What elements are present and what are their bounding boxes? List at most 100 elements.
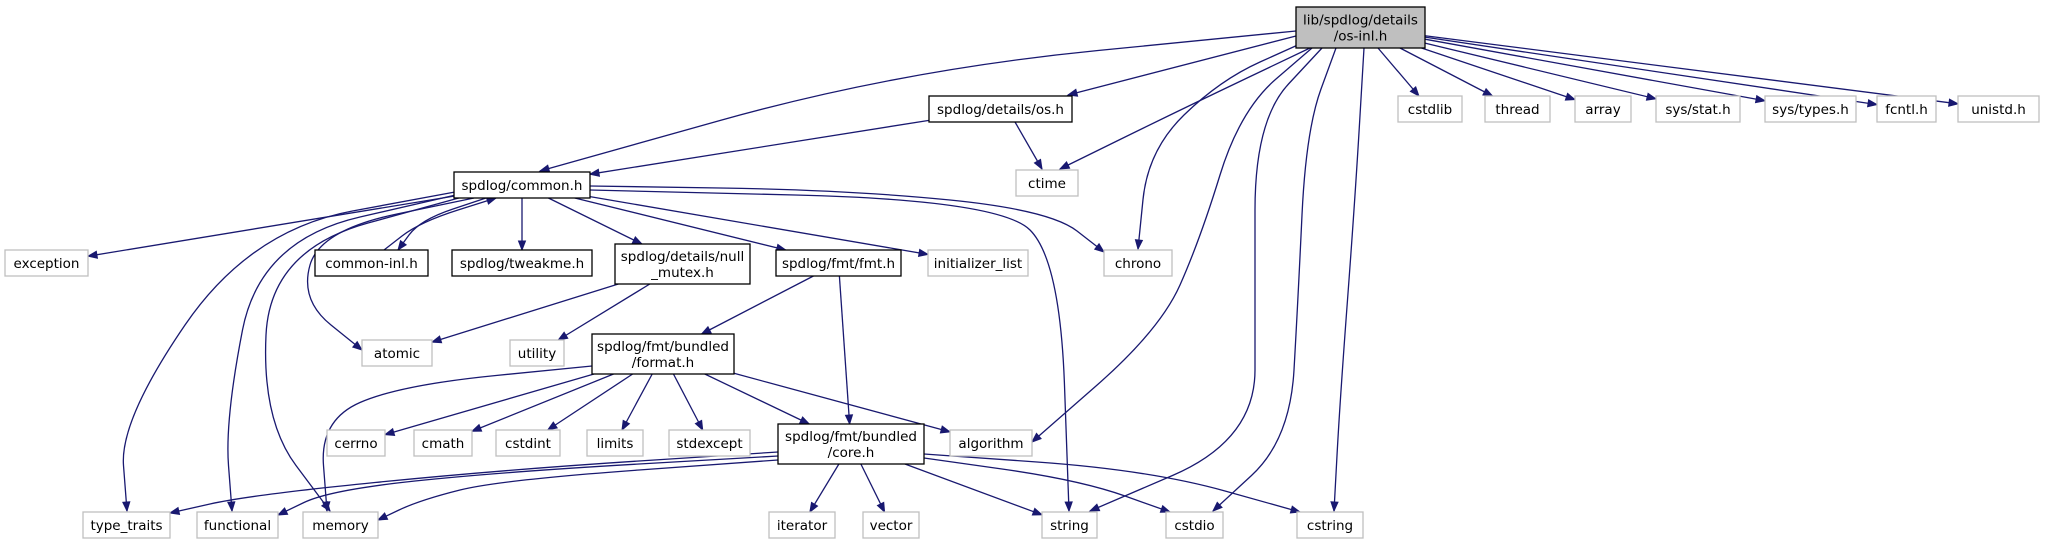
node-os_h[interactable]: spdlog/details/os.h — [928, 95, 1073, 123]
node-box-format_h[interactable] — [591, 333, 735, 375]
node-box-os_h[interactable] — [928, 95, 1073, 123]
node-label-sys_stat: sys/stat.h — [1665, 102, 1730, 118]
node-sys_stat: sys/stat.h — [1655, 95, 1741, 123]
node-label-null_mutex-line1: spdlog/details/null — [621, 249, 744, 265]
node-label-null_mutex-line2: _mutex.h — [650, 265, 714, 281]
arrowhead-core_h-to-iterator — [809, 501, 819, 514]
edge-common_inl-to-common_h — [383, 197, 497, 251]
edge-common_h-to-common_inl — [397, 197, 487, 251]
node-common_inl[interactable]: common-inl.h — [314, 249, 429, 277]
node-label-exception: exception — [14, 256, 80, 272]
node-fmt_h[interactable]: spdlog/fmt/fmt.h — [775, 249, 902, 277]
node-box-algorithm — [949, 429, 1033, 457]
node-label-utility: utility — [518, 346, 556, 362]
arrowhead-core_h-to-type_traits — [168, 506, 181, 516]
node-box-type_traits — [82, 511, 171, 539]
edge-root-to-algorithm — [1031, 47, 1313, 443]
arrowhead-root-to-string — [1088, 503, 1101, 512]
node-box-limits — [586, 429, 644, 457]
edge-common_h-to-string — [589, 189, 1070, 512]
edge-common_h-to-fmt_h — [574, 197, 786, 251]
node-cstdlib: cstdlib — [1397, 95, 1463, 123]
node-cerrno: cerrno — [326, 429, 386, 457]
node-vector: vector — [862, 511, 920, 539]
arrowhead-root-to-ctime — [1058, 161, 1071, 170]
edge-fmt_h-to-format_h — [701, 275, 814, 335]
node-box-tweakme[interactable] — [451, 249, 593, 277]
node-box-null_mutex[interactable] — [614, 243, 751, 285]
node-atomic: atomic — [361, 339, 433, 367]
node-box-ctime — [1015, 169, 1079, 197]
node-root[interactable]: lib/spdlog/details/os-inl.h — [1295, 6, 1426, 49]
node-algorithm: algorithm — [949, 429, 1033, 457]
arrowhead-fmt_h-to-format_h — [700, 325, 712, 335]
node-layer: lib/spdlog/details/os-inl.h spdlog/detail… — [4, 6, 2040, 539]
edge-root-to-thread — [1399, 47, 1493, 97]
edge-common_h-to-chrono — [589, 185, 1105, 253]
arrowhead-root-to-cstdlib — [1409, 86, 1420, 98]
edge-root-to-sys_stat — [1424, 42, 1657, 100]
node-null_mutex[interactable]: spdlog/details/null_mutex.h — [614, 243, 751, 285]
edge-common_h-to-memory — [264, 195, 467, 512]
node-box-functional — [196, 511, 279, 539]
edge-core_h-to-functional — [277, 455, 779, 516]
node-array: array — [1574, 95, 1632, 123]
edge-root-to-sys_types — [1424, 38, 1766, 102]
node-box-cstdio — [1165, 511, 1224, 539]
node-fcntl: fcntl.h — [1876, 95, 1937, 123]
arrowhead-format_h-to-algorithm — [939, 425, 952, 434]
edge-root-to-cstdlib — [1377, 47, 1420, 97]
arrowhead-common_h-to-null_mutex — [631, 236, 644, 245]
node-box-cstring — [1296, 511, 1364, 539]
edge-format_h-to-core_h — [704, 373, 810, 425]
node-sys_types: sys/types.h — [1764, 95, 1857, 123]
edge-null_mutex-to-utility — [557, 283, 651, 341]
node-label-array: array — [1585, 102, 1620, 118]
edge-root-to-ctime — [1059, 47, 1311, 170]
arrowhead-root-to-sys_stat — [1645, 92, 1658, 101]
node-label-common_inl: common-inl.h — [325, 256, 418, 272]
node-box-fcntl — [1876, 95, 1937, 123]
edge-common_h-to-functional — [227, 193, 461, 512]
node-exception: exception — [4, 249, 89, 277]
node-core_h[interactable]: spdlog/fmt/bundled/core.h — [777, 423, 925, 465]
node-box-fmt_h[interactable] — [775, 249, 902, 277]
arrowhead-root-to-os_h — [1066, 88, 1079, 97]
node-box-memory — [302, 511, 379, 539]
node-ctime: ctime — [1015, 169, 1079, 197]
node-label-initializer_list: initializer_list — [934, 256, 1022, 272]
node-initializer_list: initializer_list — [927, 249, 1029, 277]
edge-format_h-to-cmath — [471, 373, 614, 432]
node-box-cstdint — [495, 429, 561, 457]
node-utility: utility — [509, 339, 565, 367]
arrowhead-root-to-fcntl — [1866, 99, 1879, 108]
arrowhead-core_h-to-functional — [276, 507, 289, 516]
node-box-core_h[interactable] — [777, 423, 925, 465]
arrowhead-os_h-to-ctime — [1033, 158, 1043, 171]
node-functional: functional — [196, 511, 279, 539]
node-format_h[interactable]: spdlog/fmt/bundled/format.h — [591, 333, 735, 375]
node-label-stdexcept: stdexcept — [676, 436, 742, 452]
edge-core_h-to-cstdio — [923, 457, 1171, 513]
node-label-string: string — [1050, 518, 1089, 534]
arrowhead-root-to-array — [1564, 92, 1577, 101]
node-common_h[interactable]: spdlog/common.h — [453, 171, 591, 199]
edge-fmt_h-to-core_h — [838, 275, 851, 425]
edge-root-to-os_h — [1067, 35, 1297, 96]
node-label-chrono: chrono — [1115, 256, 1161, 272]
node-tweakme[interactable]: spdlog/tweakme.h — [451, 249, 593, 277]
arrowhead-common_h-to-string — [1064, 501, 1073, 513]
node-box-common_inl[interactable] — [314, 249, 429, 277]
node-label-fcntl: fcntl.h — [1885, 102, 1928, 118]
node-box-common_h[interactable] — [453, 171, 591, 199]
edge-format_h-to-cstdint — [547, 373, 634, 431]
node-box-sys_stat — [1655, 95, 1741, 123]
node-cstdint: cstdint — [495, 429, 561, 457]
node-label-vector: vector — [870, 518, 913, 534]
node-box-root[interactable] — [1295, 6, 1426, 49]
node-label-os_h: spdlog/details/os.h — [937, 102, 1064, 118]
arrowhead-root-to-common_h — [538, 164, 551, 173]
node-box-cstdlib — [1397, 95, 1463, 123]
node-thread: thread — [1484, 95, 1551, 123]
